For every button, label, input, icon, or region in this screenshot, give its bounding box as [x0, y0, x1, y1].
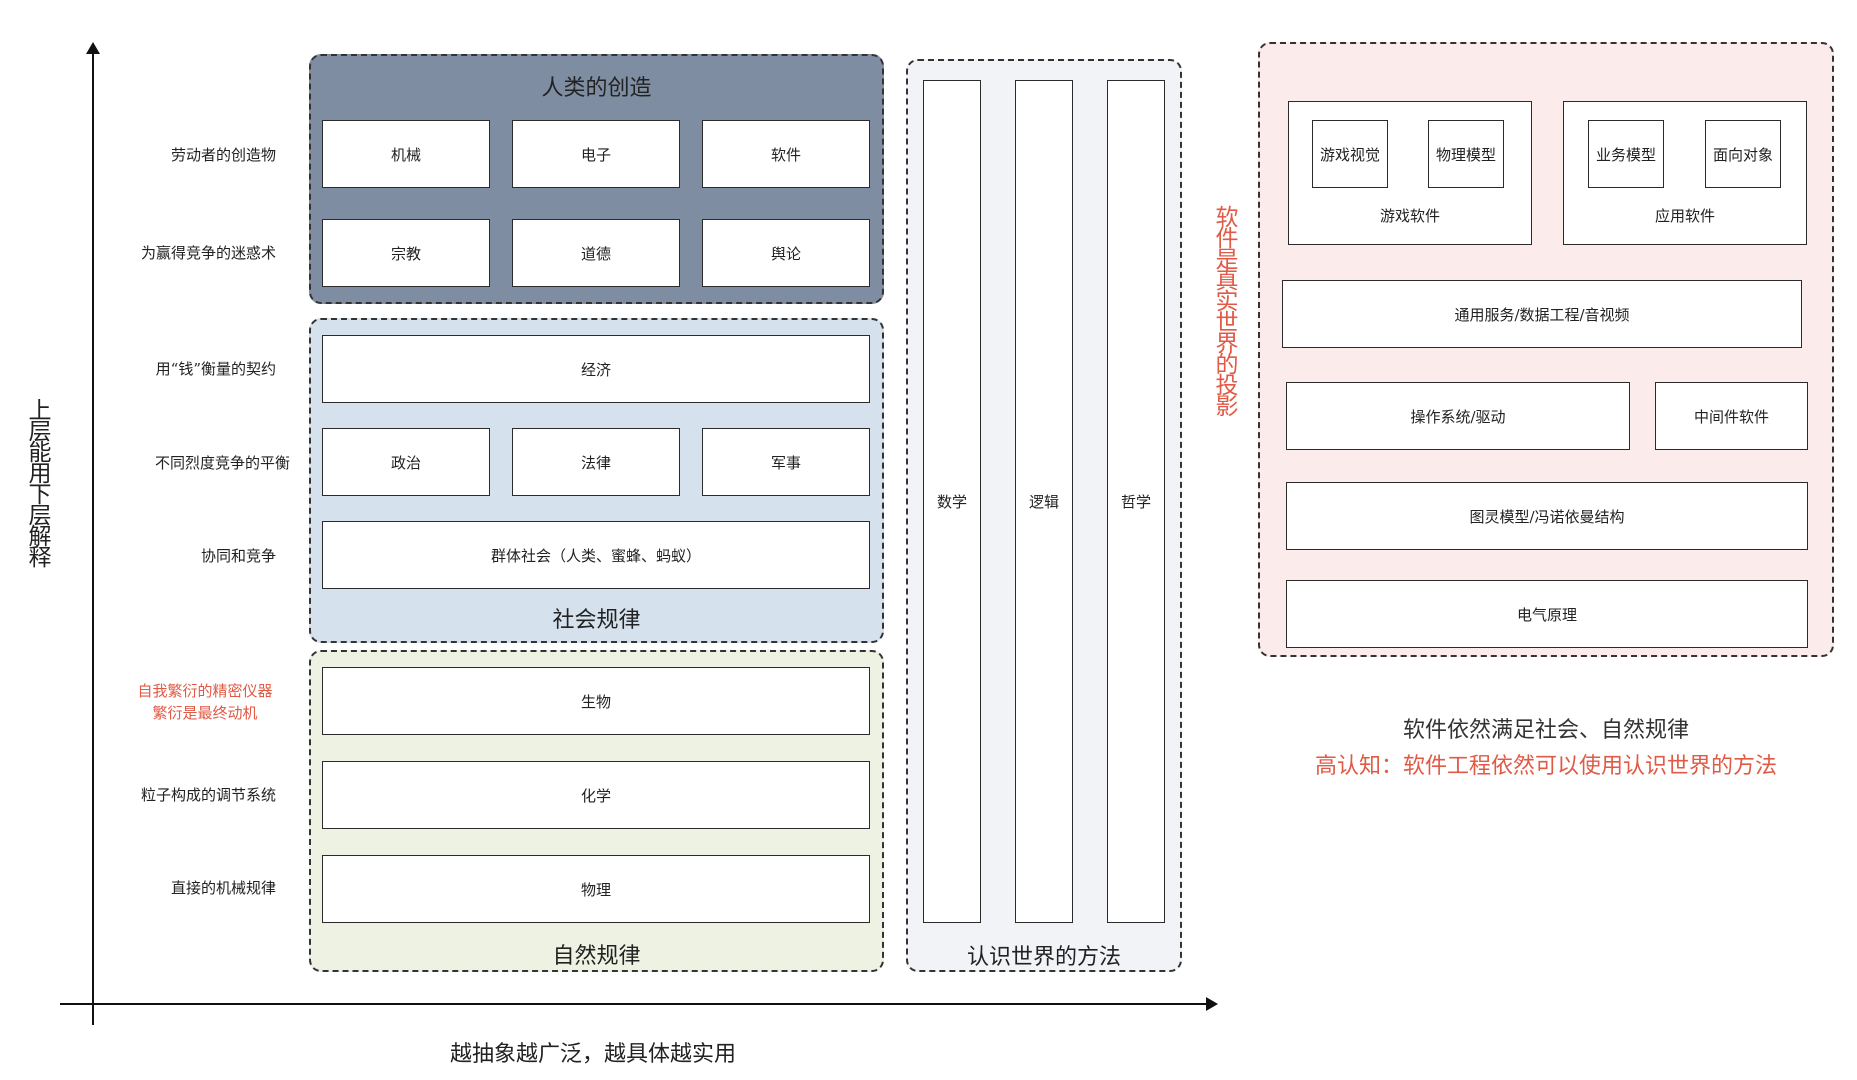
column-math: 数学	[923, 80, 981, 923]
box-economy: 经济	[322, 335, 870, 403]
box-public-opinion: 舆论	[702, 219, 870, 287]
box-object-oriented: 面向对象	[1705, 120, 1781, 188]
conclusion-line2: 高认知：软件工程依然可以使用认识世界的方法	[1314, 754, 1777, 779]
row-label-creations: 劳动者的创造物	[170, 146, 276, 164]
row-label-physics: 直接的机械规律	[170, 879, 276, 897]
box-group-society: 群体社会（人类、蜜蜂、蚂蚁）	[322, 521, 870, 589]
box-business-model: 业务模型	[1588, 120, 1664, 188]
box-chemistry: 化学	[322, 761, 870, 829]
row-label-biology-line1: 自我繁衍的精密仪器	[137, 682, 273, 700]
game-software-title: 游戏软件	[1379, 207, 1440, 225]
x-axis-line	[60, 1003, 1210, 1005]
box-physics-model: 物理模型	[1428, 120, 1504, 188]
x-axis-arrowhead	[1206, 997, 1218, 1011]
box-electrical: 电气原理	[1286, 580, 1808, 648]
projection-label: 软件是真实世界的投影	[1211, 205, 1237, 415]
box-machinery: 机械	[322, 120, 490, 188]
box-biology: 生物	[322, 667, 870, 735]
row-label-chemistry: 粒子构成的调节系统	[140, 786, 276, 804]
methods-title: 认识世界的方法	[966, 945, 1121, 970]
y-axis-arrowhead	[86, 42, 100, 54]
box-military: 军事	[702, 428, 870, 496]
y-axis-label: 上层能用下层解释	[24, 398, 50, 566]
social-laws-title: 社会规律	[552, 608, 641, 633]
column-philosophy: 哲学	[1107, 80, 1165, 923]
box-turing-model: 图灵模型/冯诺依曼结构	[1286, 482, 1808, 550]
box-politics: 政治	[322, 428, 490, 496]
box-common-services: 通用服务/数据工程/音视频	[1282, 280, 1802, 348]
box-middleware: 中间件软件	[1655, 382, 1808, 450]
row-label-biology-line2: 繁衍是最终动机	[152, 704, 258, 722]
box-morality: 道德	[512, 219, 680, 287]
row-label-cooperation: 协同和竞争	[200, 547, 276, 565]
row-label-deception: 为赢得竞争的迷惑术	[140, 244, 276, 262]
conclusion-line1: 软件依然满足社会、自然规律	[1402, 718, 1689, 743]
box-os-driver: 操作系统/驱动	[1286, 382, 1630, 450]
x-axis-label: 越抽象越广泛，越具体越实用	[450, 1042, 737, 1067]
box-software: 软件	[702, 120, 870, 188]
natural-laws-title: 自然规律	[552, 944, 641, 969]
row-label-balance: 不同烈度竞争的平衡	[154, 454, 290, 472]
box-law: 法律	[512, 428, 680, 496]
row-label-contract: 用“钱”衡量的契约	[155, 360, 276, 378]
box-religion: 宗教	[322, 219, 490, 287]
box-electronics: 电子	[512, 120, 680, 188]
y-axis-line	[92, 50, 94, 1025]
human-creation-title: 人类的创造	[541, 76, 652, 101]
box-game-visuals: 游戏视觉	[1312, 120, 1388, 188]
app-software-title: 应用软件	[1654, 207, 1715, 225]
box-physics: 物理	[322, 855, 870, 923]
column-logic: 逻辑	[1015, 80, 1073, 923]
